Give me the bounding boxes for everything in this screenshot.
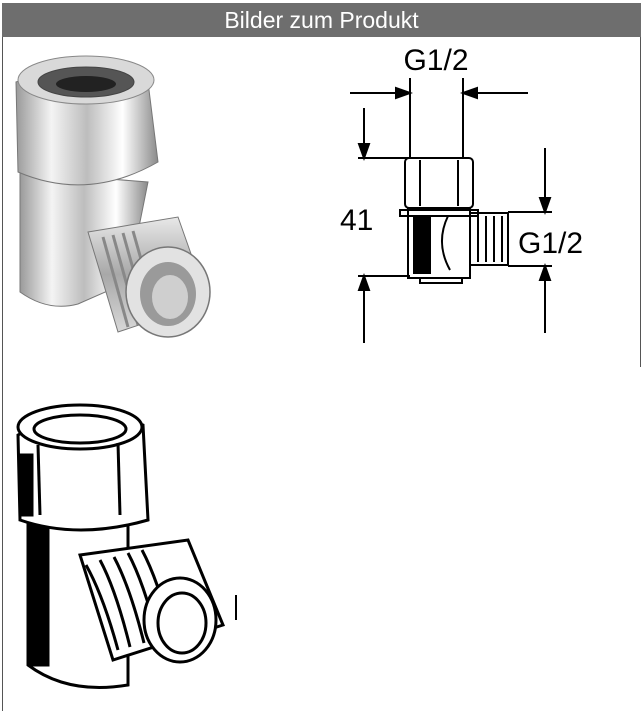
- panel-border-left: [2, 37, 3, 711]
- top-dimension-label: G1/2: [403, 48, 468, 77]
- product-photo: [15, 55, 211, 338]
- height-dimension-label: 41: [340, 204, 373, 237]
- product-line-drawing: [16, 403, 237, 689]
- technical-drawing: G1/2 41 G1/2: [340, 48, 583, 343]
- panel-border-right: [640, 37, 641, 367]
- side-dimension-label: G1/2: [518, 227, 583, 260]
- section-header: Bilder zum Produkt: [2, 3, 641, 37]
